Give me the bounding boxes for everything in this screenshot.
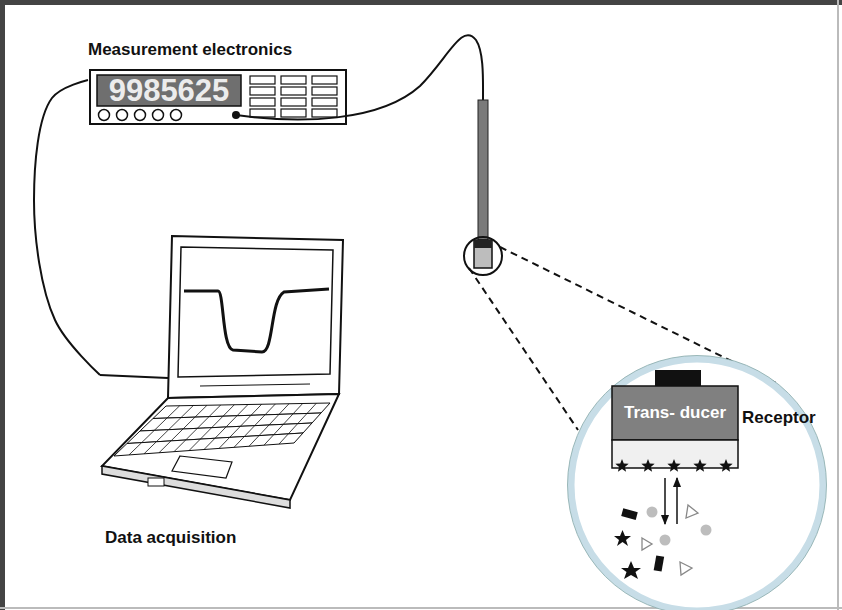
receptor-label: Receptor: [742, 408, 816, 428]
frame-top: [0, 0, 842, 5]
laptop-computer: Data acquisition: [100, 232, 346, 554]
binding-arrow: [664, 478, 666, 524]
device-heading: Measurement electronics: [88, 40, 292, 60]
cable: [34, 80, 100, 375]
analytes: [614, 505, 712, 579]
laptop-cable: [100, 375, 168, 378]
signal-trace: [184, 289, 329, 352]
transducer-label: Trans- ducer: [612, 403, 738, 423]
zoom-line: [469, 268, 578, 430]
magnified-rim: [568, 356, 827, 610]
probe-rod: [478, 100, 488, 240]
transducer-box: Trans- ducer: [612, 386, 738, 440]
measurement-device: Measurement electronics 9985625: [88, 40, 346, 124]
receptor-layer: Receptor: [612, 440, 738, 468]
laptop: [100, 236, 343, 508]
magnified-view: [571, 359, 823, 610]
release-arrow: [676, 478, 678, 524]
probe-head: [474, 240, 492, 268]
frame-right: [837, 0, 839, 610]
laptop-caption: Data acquisition: [105, 528, 236, 548]
transducer-cap: [655, 370, 701, 386]
receptor-sites: [615, 459, 732, 472]
probe-cap: [474, 240, 492, 248]
frame-left: [0, 0, 5, 610]
meter-device: [90, 70, 346, 124]
transducer-block: [612, 386, 738, 440]
display-reading: 9985625: [97, 75, 241, 106]
